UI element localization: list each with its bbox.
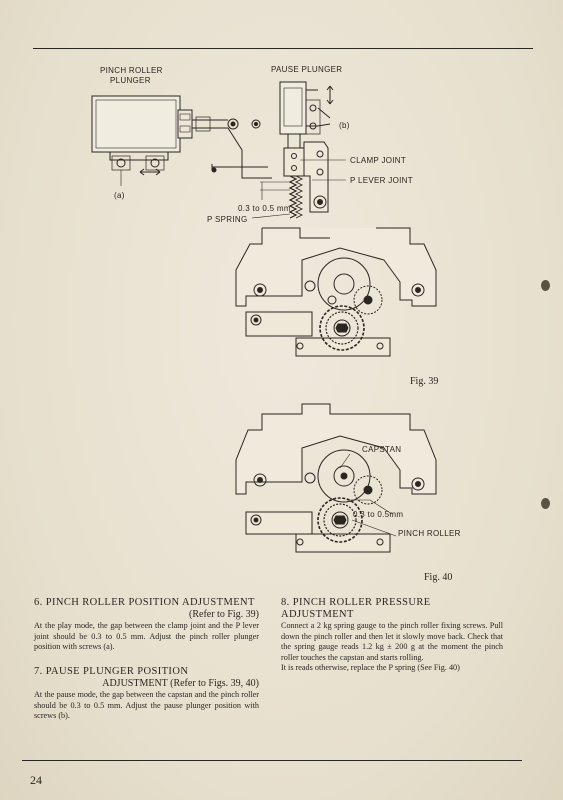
label-gap-fig39: 0.3 to 0.5 mm: [238, 204, 291, 213]
section-8-body2: It is reads otherwise, replace the P spr…: [281, 663, 460, 672]
section-7-title: 7. PAUSE PLUNGER POSITION: [34, 666, 189, 677]
bottom-rule: [22, 760, 522, 761]
label-pinch-roller: PINCH ROLLER: [398, 529, 461, 538]
section-6-body: At the play mode, the gap between the cl…: [34, 621, 259, 651]
pinch-roller-fig39: [319, 305, 365, 351]
label-gap-fig40: 0.3 to 0.5mm: [353, 510, 403, 519]
pinch-roller-fig40: [317, 497, 363, 543]
label-pinch-roller-plunger-1: PINCH ROLLER: [100, 66, 163, 75]
label-screw-b: (b): [339, 121, 350, 130]
pinch-roller-plunger-body: [91, 95, 181, 153]
section-6: 6. PINCH ROLLER POSITION ADJUSTMENT (Ref…: [34, 597, 259, 653]
label-p-spring: P SPRING: [207, 215, 248, 224]
pause-plunger-body: [279, 81, 307, 135]
binder-hole-top: [541, 280, 550, 291]
label-p-lever-joint: P LEVER JOINT: [350, 176, 413, 185]
section-6-title: 6. PINCH ROLLER POSITION ADJUSTMENT: [34, 597, 255, 608]
section-8-title: 8. PINCH ROLLER PRESSURE ADJUSTMENT: [281, 597, 431, 620]
section-7-ref: ADJUSTMENT (Refer to Figs. 39, 40): [102, 678, 259, 689]
page-number: 24: [30, 773, 42, 787]
section-8-body: Connect a 2 kg spring gauge to the pinch…: [281, 621, 503, 662]
fig40-diagram: [235, 403, 437, 553]
section-7-body: At the pause mode, the gap between the c…: [34, 690, 259, 720]
fig40-caption: Fig. 40: [424, 572, 452, 583]
fig39-diagram: [91, 81, 437, 357]
section-8: 8. PINCH ROLLER PRESSURE ADJUSTMENT Conn…: [281, 597, 503, 674]
label-clamp-joint: CLAMP JOINT: [350, 156, 406, 165]
binder-hole-bottom: [541, 498, 550, 509]
section-6-ref: (Refer to Fig. 39): [189, 609, 259, 620]
section-7: 7. PAUSE PLUNGER POSITION ADJUSTMENT (Re…: [34, 666, 259, 722]
figure-drawings: PINCH ROLLER PLUNGER PAUSE PLUNGER (b) (…: [91, 65, 461, 583]
label-pause-plunger: PAUSE PLUNGER: [271, 65, 342, 74]
top-rule: [33, 48, 533, 49]
label-pinch-roller-plunger-2: PLUNGER: [110, 76, 151, 85]
label-screw-a: (a): [114, 191, 125, 200]
label-capstan: CAPSTAN: [362, 445, 401, 454]
fig39-caption: Fig. 39: [410, 376, 438, 387]
